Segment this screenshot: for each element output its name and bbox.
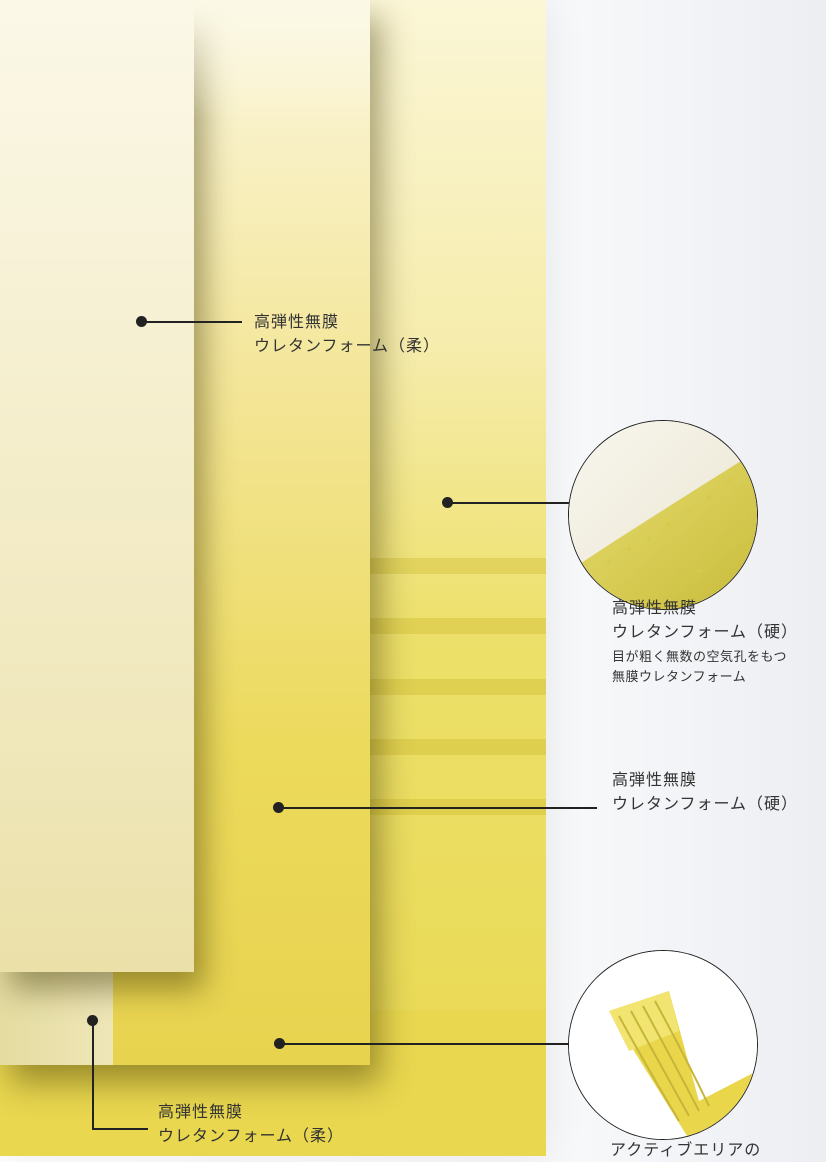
label-soft-foam-bottom: 高弾性無膜 ウレタンフォーム（柔） — [158, 1102, 345, 1145]
foam-layer-front-fade — [194, 0, 370, 120]
callout-line — [279, 807, 597, 809]
foam-texture-zoom-icon — [568, 420, 758, 610]
callout-line — [142, 321, 242, 323]
foam-layer-middle-edge — [0, 965, 113, 1065]
foam-stripe — [370, 679, 546, 695]
label-hard-foam-zoom: 高弾性無膜 ウレタンフォーム（硬） 目が粗く無数の空気孔をもつ 無膜ウレタンフォ… — [612, 598, 799, 685]
callout-line — [448, 502, 570, 504]
foam-layer-front — [0, 0, 194, 972]
label-soft-foam-top: 高弾性無膜 ウレタンフォーム（柔） — [254, 312, 441, 355]
callout-line — [92, 1128, 148, 1130]
label-hard-foam-middle: 高弾性無膜 ウレタンフォーム（硬） — [612, 770, 799, 813]
callout-dot — [274, 1038, 285, 1049]
callout-line — [92, 1020, 94, 1128]
label-active-area: アクティブエリアの — [610, 1140, 762, 1159]
foam-stripe — [370, 739, 546, 755]
foam-stripe — [370, 558, 546, 574]
callout-dot — [136, 316, 147, 327]
callout-dot — [442, 497, 453, 508]
foam-stripe — [370, 618, 546, 634]
callout-dot — [273, 802, 284, 813]
active-area-ribs-icon — [568, 950, 758, 1140]
callout-line — [280, 1043, 570, 1045]
